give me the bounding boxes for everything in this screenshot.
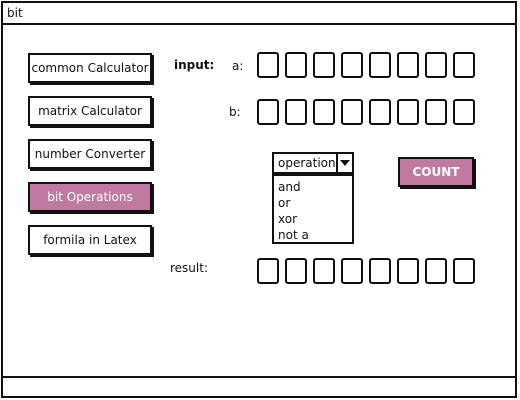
option-xor[interactable]: xor [278,212,298,226]
bit-output [313,258,335,284]
option-and[interactable]: and [278,180,301,194]
bit-output [285,258,307,284]
nav-number-converter[interactable]: number Converter [28,139,152,169]
nav-label: bit Operations [47,190,133,204]
nav-bit-operations[interactable]: bit Operations [28,182,152,212]
bit-input[interactable] [425,52,447,78]
bit-input[interactable] [453,52,475,78]
operation-selected: operation [278,156,336,170]
bit-output [369,258,391,284]
bit-output [257,258,279,284]
operation-options: and or xor not a [272,174,354,244]
nav-formula-latex[interactable]: formila in Latex [28,225,152,255]
bit-input[interactable] [425,99,447,125]
bit-input[interactable] [285,99,307,125]
bit-output [453,258,475,284]
window-title: bit [7,6,23,20]
bit-input[interactable] [257,52,279,78]
bit-input[interactable] [313,99,335,125]
option-not-a[interactable]: not a [278,228,309,242]
count-button-label: COUNT [412,165,460,179]
bit-input[interactable] [285,52,307,78]
result-label: result: [170,261,208,275]
statusbar [3,376,515,396]
nav-label: formila in Latex [43,233,137,247]
input-a-bits [257,52,481,78]
b-label: b: [229,105,241,119]
bit-input[interactable] [369,52,391,78]
nav-matrix-calculator[interactable]: matrix Calculator [28,96,152,126]
input-label: input: [174,58,215,72]
operation-select[interactable]: operation [272,152,354,174]
bit-output [341,258,363,284]
count-button[interactable]: COUNT [398,157,474,187]
nav-label: number Converter [34,147,146,161]
a-label: a: [232,59,244,73]
bit-input[interactable] [453,99,475,125]
bit-output [425,258,447,284]
bit-input[interactable] [257,99,279,125]
bit-input[interactable] [341,52,363,78]
chevron-down-icon[interactable] [336,154,352,172]
bit-input[interactable] [397,99,419,125]
bit-input[interactable] [397,52,419,78]
nav-label: matrix Calculator [38,104,142,118]
nav-label: common Calculator [31,61,149,75]
option-or[interactable]: or [278,196,291,210]
result-bits [257,258,481,284]
nav-common-calculator[interactable]: common Calculator [28,53,152,83]
bit-output [397,258,419,284]
bit-input[interactable] [341,99,363,125]
bit-input[interactable] [313,52,335,78]
input-b-bits [257,99,481,125]
titlebar: bit [3,3,515,25]
bit-input[interactable] [369,99,391,125]
